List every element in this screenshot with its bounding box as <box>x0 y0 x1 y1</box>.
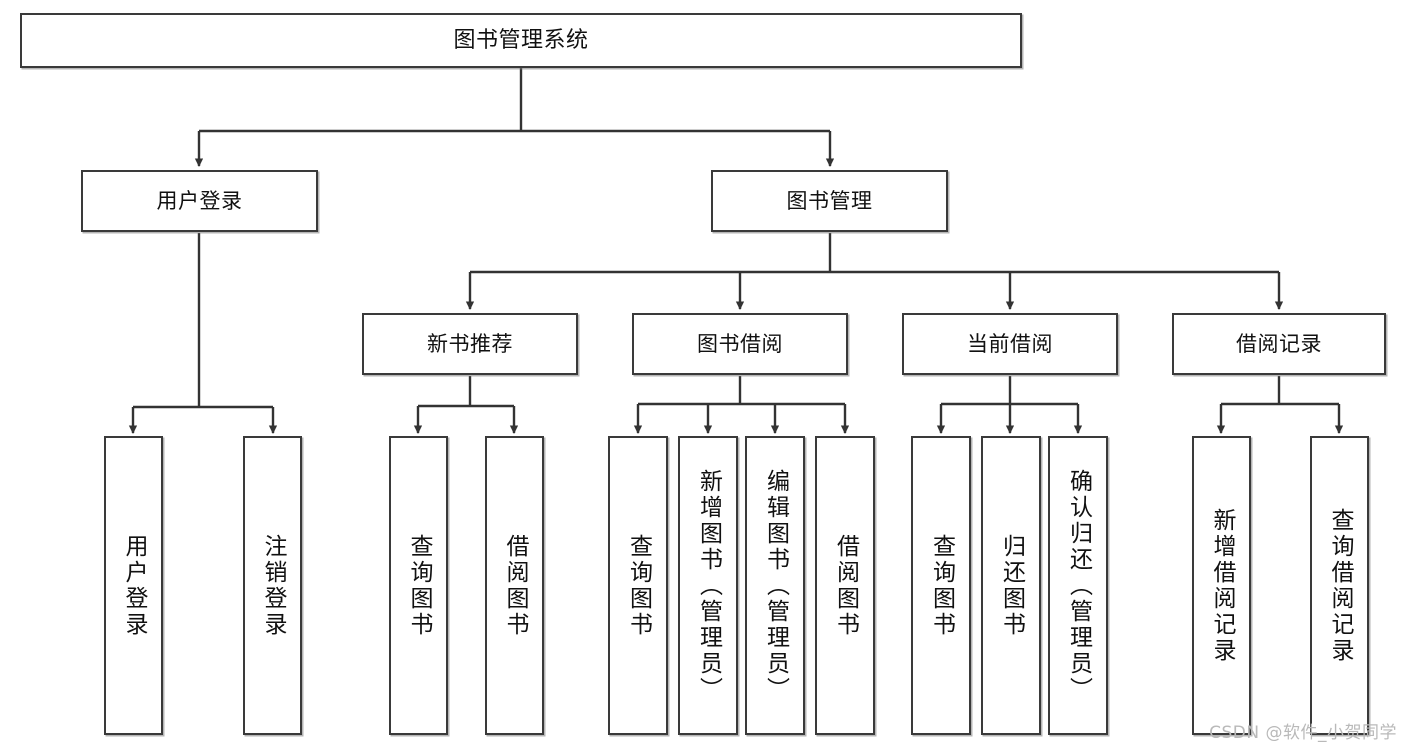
leaf-query-book-borrow[interactable]: 查询图书 <box>608 436 668 735</box>
node-label: 查询借阅记录 <box>1327 507 1353 664</box>
leaf-return-book[interactable]: 归还图书 <box>981 436 1041 735</box>
node-book-manage[interactable]: 图书管理 <box>711 170 948 232</box>
node-label: 借阅记录 <box>1236 331 1322 356</box>
leaf-edit-book[interactable]: 编辑图书（管理员） <box>745 436 805 735</box>
node-borrow-record[interactable]: 借阅记录 <box>1172 313 1386 375</box>
node-label: 查询图书 <box>625 533 652 638</box>
node-label: 查询图书 <box>406 533 432 638</box>
node-label: 图书管理系统 <box>453 27 589 53</box>
node-label: 编辑图书（管理员） <box>762 468 789 703</box>
leaf-add-book[interactable]: 新增图书（管理员） <box>678 436 738 735</box>
leaf-borrow-book[interactable]: 借阅图书 <box>815 436 875 735</box>
node-label: 注销登录 <box>260 533 286 638</box>
node-root-book-management-system[interactable]: 图书管理系统 <box>20 13 1022 68</box>
node-label: 图书借阅 <box>697 331 783 356</box>
node-label: 借阅图书 <box>502 533 528 638</box>
node-label: 新书推荐 <box>427 331 513 356</box>
node-label: 归还图书 <box>998 533 1025 638</box>
leaf-query-borrow-record[interactable]: 查询借阅记录 <box>1310 436 1369 735</box>
leaf-add-borrow-record[interactable]: 新增借阅记录 <box>1192 436 1251 735</box>
node-user-login[interactable]: 用户登录 <box>81 170 318 232</box>
node-label: 当前借阅 <box>967 331 1053 356</box>
leaf-logout-login[interactable]: 注销登录 <box>243 436 302 735</box>
node-book-borrow[interactable]: 图书借阅 <box>632 313 848 375</box>
node-label: 用户登录 <box>121 533 147 638</box>
node-new-book-recommend[interactable]: 新书推荐 <box>362 313 578 375</box>
node-label: 用户登录 <box>156 188 243 213</box>
leaf-query-book-current[interactable]: 查询图书 <box>911 436 971 735</box>
node-label: 借阅图书 <box>832 533 859 638</box>
leaf-query-book-new-recommend[interactable]: 查询图书 <box>389 436 448 735</box>
node-label: 新增图书（管理员） <box>695 468 722 703</box>
node-label: 图书管理 <box>786 188 873 213</box>
leaf-confirm-return[interactable]: 确认归还（管理员） <box>1048 436 1108 735</box>
leaf-borrow-book-new-recommend[interactable]: 借阅图书 <box>485 436 544 735</box>
node-current-borrow[interactable]: 当前借阅 <box>902 313 1118 375</box>
node-label: 确认归还（管理员） <box>1065 468 1092 703</box>
node-label: 查询图书 <box>928 533 955 638</box>
leaf-user-login[interactable]: 用户登录 <box>104 436 163 735</box>
node-label: 新增借阅记录 <box>1209 507 1235 664</box>
